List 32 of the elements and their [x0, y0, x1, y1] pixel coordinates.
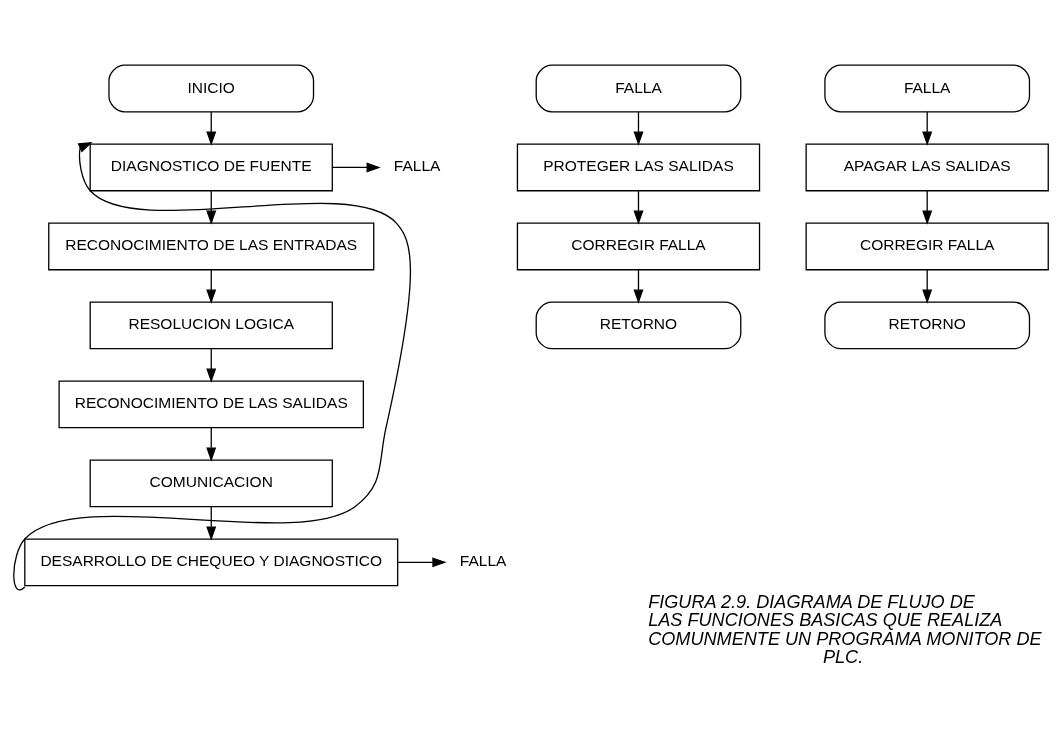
caption: FIGURA 2.9. DIAGRAMA DE FLUJO DE LAS FUNCIONES BASICAS QUE REALIZA COMUNMENTE UN PROGRAMA MONITOR DE PLC.	[648, 592, 1042, 667]
node-box: CORREGIR FALLA	[516, 222, 761, 271]
arrow	[633, 111, 644, 146]
arrow	[922, 111, 933, 146]
node-box: RECONOCIMIENTO DE LAS SALIDAS	[58, 380, 364, 429]
node-box: COMUNICACION	[89, 459, 333, 508]
arrow	[633, 269, 644, 304]
node-box: RETORNO	[824, 301, 1031, 350]
arrow	[397, 557, 447, 568]
node-box: APAGAR LAS SALIDAS	[805, 143, 1049, 192]
arrow	[206, 269, 217, 304]
arrow	[633, 190, 644, 225]
node-box: RETORNO	[535, 301, 742, 350]
node-box: CORREGIR FALLA	[805, 222, 1049, 271]
arrow	[922, 269, 933, 304]
node-text: FALLA	[459, 552, 507, 570]
arrow	[332, 162, 381, 173]
node-box: DESARROLLO DE CHEQUEO Y DIAGNOSTICO	[24, 538, 399, 587]
node-box: DIAGNOSTICO DE FUENTE	[89, 143, 333, 192]
arrow	[206, 111, 217, 146]
arrow	[922, 190, 933, 225]
arrow	[206, 506, 217, 541]
node-text: FALLA	[393, 157, 441, 175]
node-box: PROTEGER LAS SALIDAS	[516, 143, 761, 192]
arrow	[206, 348, 217, 383]
node-box: INICIO	[108, 64, 315, 113]
arrow	[206, 427, 217, 462]
arrow	[206, 190, 217, 225]
node-box: RESOLUCION LOGICA	[89, 301, 333, 350]
node-box: RECONOCIMIENTO DE LAS ENTRADAS	[48, 222, 375, 271]
node-box: FALLA	[535, 64, 742, 113]
node-box: FALLA	[824, 64, 1031, 113]
